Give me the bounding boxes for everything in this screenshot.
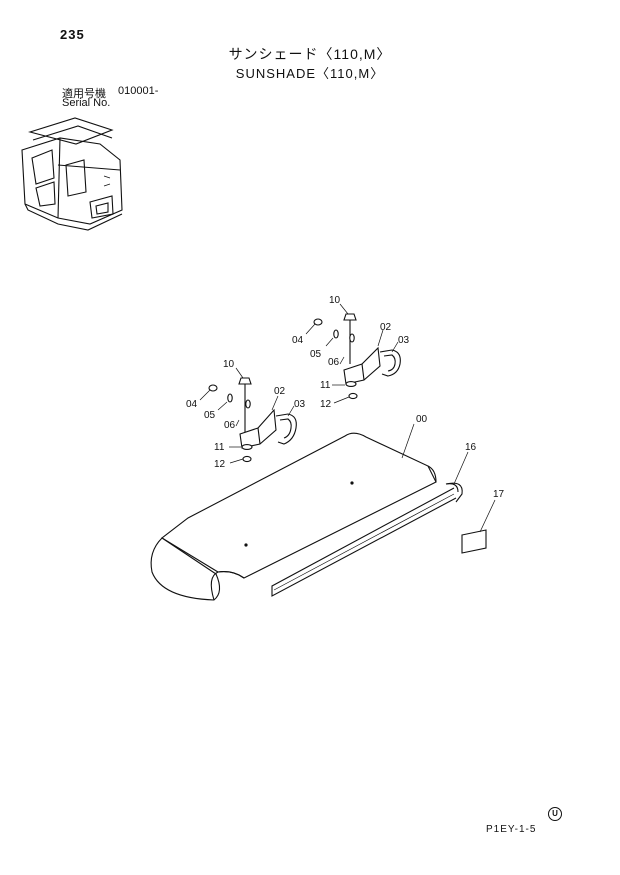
page-number: 235: [60, 27, 85, 42]
callout-10-lower: 10: [223, 359, 235, 370]
leader-17: [479, 499, 496, 533]
callout-03-lower: 03: [294, 399, 306, 410]
leader-16: [453, 451, 469, 485]
callout-04-upper: 04: [292, 335, 304, 346]
serial-label-en: Serial No.: [62, 97, 111, 109]
callout-11-upper: 11: [320, 380, 331, 391]
u-mark-icon: U: [548, 807, 562, 821]
page-title-en: SUNSHADE〈110,M〉: [235, 66, 385, 81]
decal: [461, 529, 487, 554]
page-title-jp: サンシェード〈110,M〉: [228, 46, 392, 62]
sunshade-panel: [150, 432, 437, 601]
callout-03-upper: 03: [398, 335, 410, 346]
serial-label-jp: 適用号機: [62, 88, 106, 100]
callout-02-upper: 02: [380, 322, 392, 333]
footer-code: P1EY-1-5: [486, 824, 537, 835]
callout-06-lower: 06: [224, 420, 236, 431]
serial-value: 010001-: [118, 85, 159, 97]
weather-strip: [271, 482, 463, 597]
callout-04-lower: 04: [186, 399, 198, 410]
callout-16: 16: [465, 442, 477, 453]
callout-00: 00: [416, 414, 428, 425]
cab-thumbnail: [21, 117, 123, 231]
callout-10-upper: 10: [329, 295, 341, 306]
callout-02-lower: 02: [274, 386, 286, 397]
leader-00: [401, 423, 415, 459]
callout-12-upper: 12: [320, 399, 332, 410]
callout-12-lower: 12: [214, 459, 226, 470]
callout-11-lower: 11: [214, 442, 225, 453]
lower-bracket-assembly: [199, 367, 297, 464]
upper-bracket-assembly: [305, 303, 401, 404]
callout-17: 17: [493, 489, 505, 500]
callout-05-lower: 05: [204, 410, 216, 421]
callout-05-upper: 05: [310, 349, 322, 360]
callout-06-upper: 06: [328, 357, 340, 368]
